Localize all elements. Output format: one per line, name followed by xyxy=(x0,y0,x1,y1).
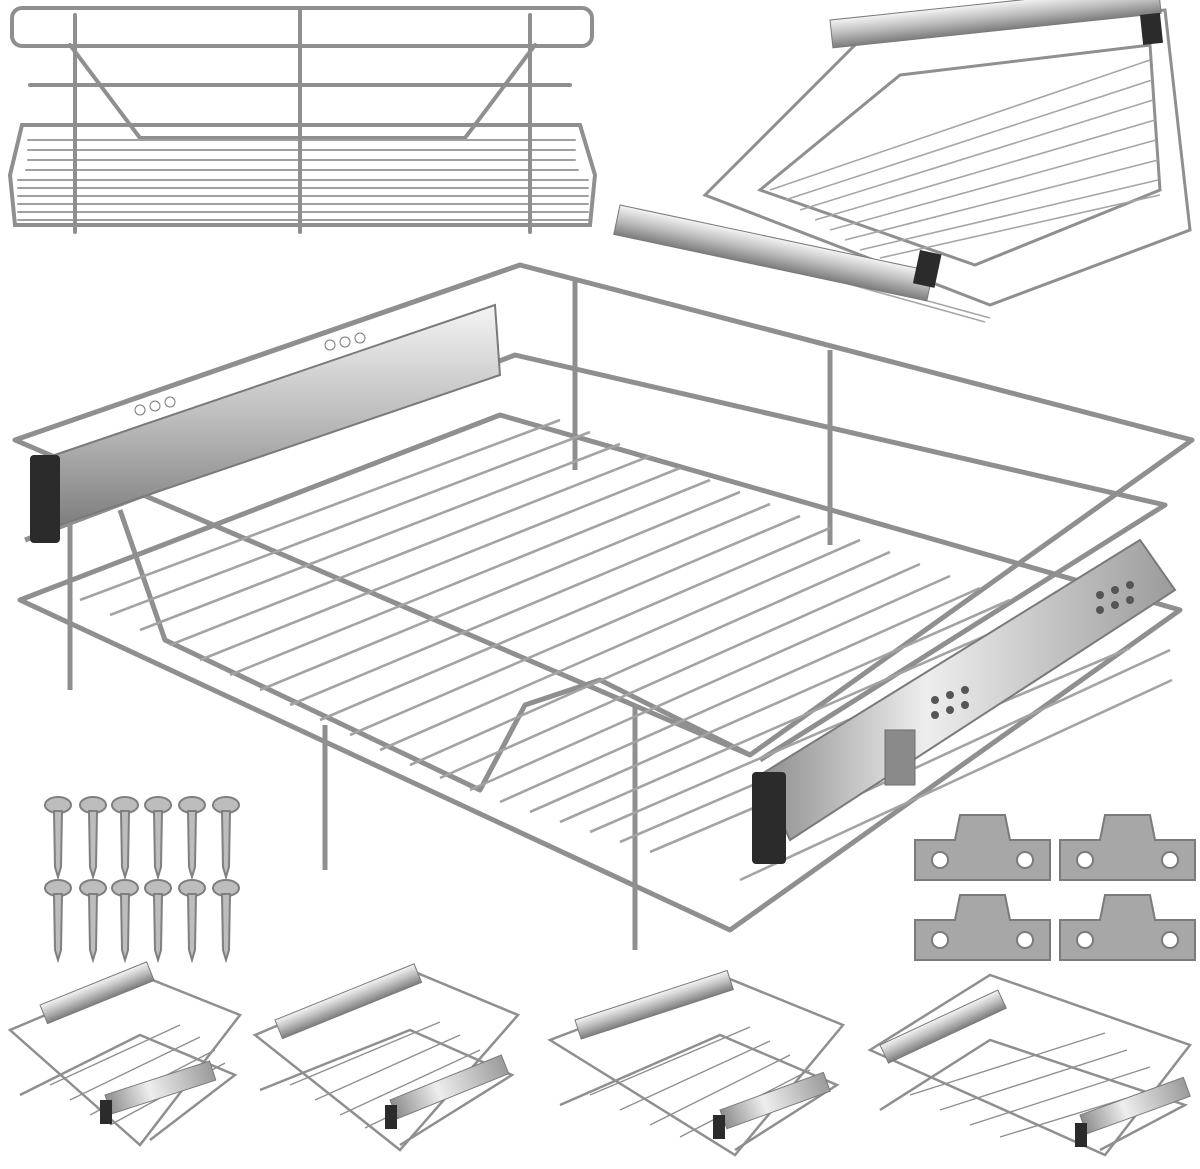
basket-angled-with-rails xyxy=(613,0,1192,323)
variant-medium xyxy=(252,963,521,1152)
basket-main-view xyxy=(12,262,1195,950)
screw-row-top xyxy=(44,796,240,881)
bracket xyxy=(914,814,1051,881)
basket-size-variants xyxy=(7,961,1193,1157)
screws xyxy=(44,796,240,964)
screw-row-bottom xyxy=(44,879,240,964)
variant-small xyxy=(7,961,242,1147)
bracket xyxy=(1059,894,1196,961)
variant-large xyxy=(547,969,846,1157)
variant-extra-large xyxy=(867,973,1193,1157)
mounting-brackets xyxy=(914,814,1196,961)
main-right-rail xyxy=(752,538,1177,864)
main-left-rail xyxy=(30,303,502,543)
basket-front-view xyxy=(7,6,598,234)
bracket xyxy=(1059,814,1196,881)
bracket xyxy=(914,894,1051,961)
